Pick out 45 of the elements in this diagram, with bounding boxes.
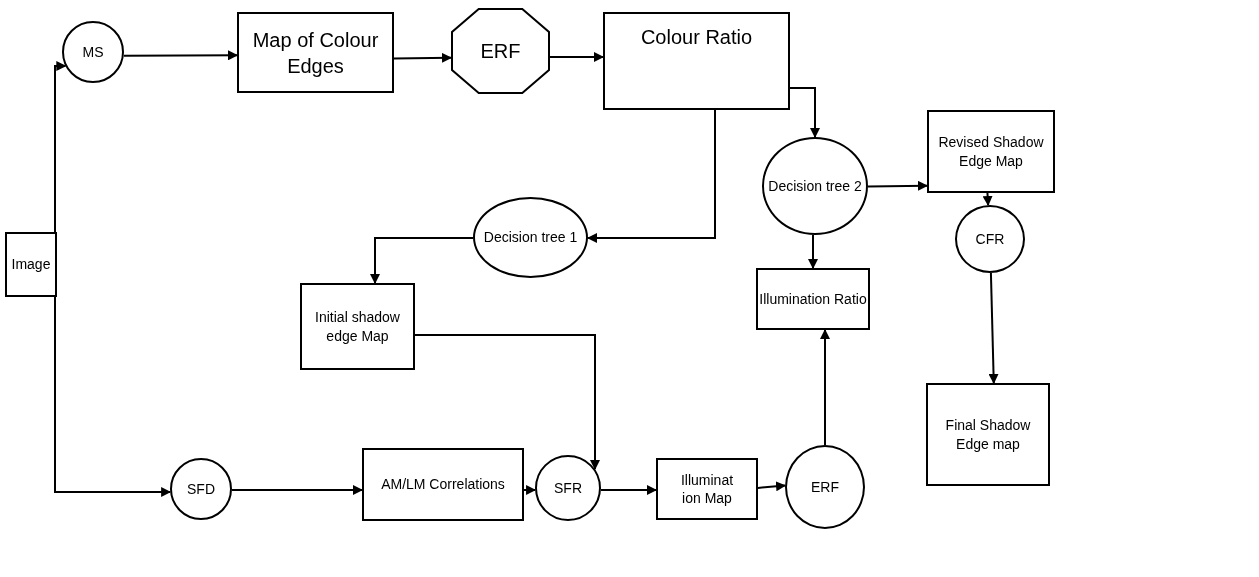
arrow (757, 481, 787, 492)
node-label: Decision tree 1 (483, 228, 578, 247)
node-label: Colour Ratio (640, 25, 753, 50)
node-label: AM/LM Correlations (381, 475, 505, 494)
process-box (300, 283, 415, 370)
node-label: ERF (480, 39, 521, 64)
arrow (549, 52, 604, 62)
node-label: SFR (554, 478, 582, 498)
process-box (362, 448, 524, 521)
arrow (393, 52, 452, 63)
arrow (122, 50, 238, 61)
node-label: Decision tree 2 (768, 176, 862, 196)
arrow (414, 334, 600, 471)
arrow (523, 485, 537, 495)
octagon-node (451, 8, 550, 94)
arrow (599, 485, 657, 495)
node-label: SFD (187, 479, 215, 499)
arrow (867, 180, 928, 191)
arrow (370, 237, 474, 284)
node-label: Final Shadow Edge map (944, 416, 1032, 453)
arrow (808, 233, 818, 269)
node-label: Map of Colour Edges (251, 27, 380, 79)
process-box (926, 383, 1050, 486)
arrow (982, 192, 993, 207)
node-label: Illumination Ratio (759, 289, 867, 309)
node-label: Illuminat ion Map (679, 470, 735, 508)
node-label: Image (11, 255, 51, 274)
arrow (231, 485, 363, 495)
arrow (587, 109, 716, 243)
arrow (54, 296, 172, 497)
process-box (237, 12, 394, 93)
arrow (820, 329, 830, 446)
process-box (603, 12, 790, 110)
node-label: MS (82, 42, 104, 62)
process-box (927, 110, 1055, 193)
node-label: CFR (975, 229, 1005, 249)
process-box (756, 268, 870, 330)
process-box (656, 458, 758, 520)
node-label: ERF (811, 477, 839, 497)
node-label: Initial shadow edge Map (314, 308, 401, 345)
process-box (5, 232, 57, 297)
arrow (789, 87, 820, 138)
arrow (988, 272, 999, 384)
node-label: Revised Shadow Edge Map (937, 133, 1045, 170)
arrow (54, 61, 67, 233)
